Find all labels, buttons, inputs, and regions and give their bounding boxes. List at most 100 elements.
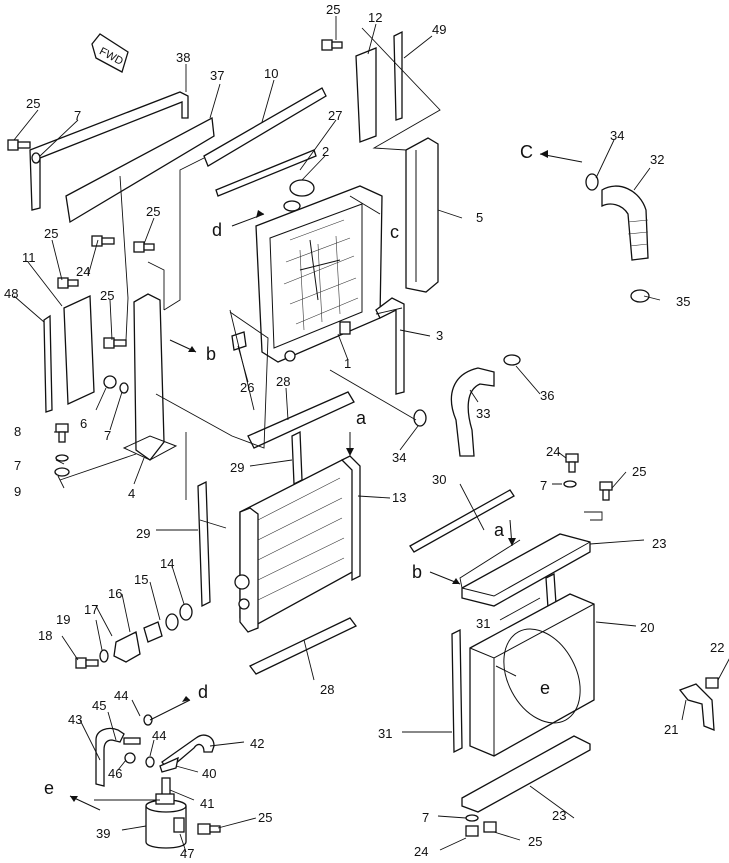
bracket-23a — [461, 533, 591, 607]
ref-letter: e — [44, 778, 54, 798]
callout-25: 25 — [26, 96, 40, 111]
callout-24: 24 — [414, 844, 428, 859]
clip-44a — [143, 714, 153, 726]
strip-48 — [43, 314, 53, 413]
strip-29a — [291, 430, 303, 486]
fitting-16 — [143, 621, 163, 643]
bolt-24a — [91, 235, 115, 247]
callout-12: 12 — [368, 10, 382, 25]
strip-29b — [197, 480, 211, 608]
strip-49 — [393, 30, 403, 121]
seal-38 — [29, 91, 189, 211]
oring-15 — [165, 613, 179, 631]
callout-23: 23 — [552, 808, 566, 823]
block-26 — [231, 331, 247, 351]
callout-3: 3 — [436, 328, 443, 343]
seal-28b — [249, 617, 357, 675]
ref-letter: c — [390, 222, 399, 242]
bolt-25b — [7, 139, 31, 151]
ref-letter: d — [198, 682, 208, 702]
callout-21: 21 — [664, 722, 678, 737]
bolt-25c — [133, 241, 155, 253]
callout-22: 22 — [710, 640, 724, 655]
oring-14 — [179, 603, 193, 621]
washer-7a — [31, 152, 41, 164]
callout-numbers: 25 12 49 38 37 10 27 25 7 2 5 34 32 25 2… — [4, 2, 724, 861]
strip-31b — [451, 628, 463, 754]
callout-4: 4 — [128, 486, 135, 501]
callout-35: 35 — [676, 294, 690, 309]
callout-27: 27 — [328, 108, 342, 123]
radiator-1 — [255, 185, 383, 363]
nut-46 — [124, 752, 136, 764]
seal-27 — [215, 149, 317, 197]
callout-47: 47 — [180, 846, 194, 861]
callout-23: 23 — [652, 536, 666, 551]
ref-letter: b — [206, 344, 216, 364]
bolt-25h — [483, 821, 497, 833]
callout-17: 17 — [84, 602, 98, 617]
hose-32 — [601, 185, 649, 261]
callout-7: 7 — [422, 810, 429, 825]
callout-28: 28 — [320, 682, 334, 697]
washer-9 — [54, 467, 70, 477]
reference-arrows — [69, 150, 583, 811]
callout-25: 25 — [326, 2, 340, 17]
bracket-21 — [678, 683, 715, 731]
ref-letter: a — [356, 408, 367, 428]
callout-7: 7 — [540, 478, 547, 493]
bolt-8 — [55, 423, 69, 443]
callout-14: 14 — [160, 556, 174, 571]
callout-29: 29 — [136, 526, 150, 541]
clamp-36 — [503, 354, 521, 366]
callout-20: 20 — [640, 620, 654, 635]
bolt-24c — [465, 825, 479, 837]
callout-25: 25 — [258, 810, 272, 825]
cap-35 — [630, 289, 650, 303]
hose-43 — [95, 727, 125, 787]
bracket-5 — [405, 137, 439, 293]
bolt-25a — [321, 39, 343, 51]
ref-letter: d — [212, 220, 222, 240]
fan-shroud-20 — [469, 593, 595, 757]
leader-lines — [13, 16, 729, 853]
callout-9: 9 — [14, 484, 21, 499]
plate-37 — [65, 116, 215, 224]
callout-25: 25 — [44, 226, 58, 241]
bracket-4 — [122, 293, 178, 461]
rod-30 — [409, 489, 515, 553]
washer-19 — [99, 649, 109, 663]
callout-25: 25 — [146, 204, 160, 219]
callout-41: 41 — [200, 796, 214, 811]
callout-44: 44 — [152, 728, 166, 743]
callout-18: 18 — [38, 628, 52, 643]
callout-29: 29 — [230, 460, 244, 475]
fwd-arrow-icon: FWD — [91, 33, 129, 73]
ref-letter: b — [412, 562, 422, 582]
bolt-25d — [57, 277, 79, 289]
callout-13: 13 — [392, 490, 406, 505]
callout-7: 7 — [104, 428, 111, 443]
clamp-34b — [413, 409, 427, 427]
bolt-25e — [103, 337, 127, 349]
callout-26: 26 — [240, 380, 254, 395]
callout-31: 31 — [378, 726, 392, 741]
callout-7: 7 — [74, 108, 81, 123]
callout-5: 5 — [476, 210, 483, 225]
bolt-18 — [75, 657, 99, 669]
callout-1: 1 — [344, 356, 351, 371]
callout-46: 46 — [108, 766, 122, 781]
clamp-34a — [585, 173, 599, 191]
callout-48: 48 — [4, 286, 18, 301]
plate-11 — [63, 295, 95, 405]
callout-28: 28 — [276, 374, 290, 389]
callout-30: 30 — [432, 472, 446, 487]
callout-16: 16 — [108, 586, 122, 601]
hose-33 — [450, 367, 495, 457]
washer-7b — [119, 382, 129, 394]
bracket-40 — [159, 756, 179, 773]
ref-letter: C — [520, 142, 533, 162]
callout-24: 24 — [546, 444, 560, 459]
callout-45: 45 — [92, 698, 106, 713]
